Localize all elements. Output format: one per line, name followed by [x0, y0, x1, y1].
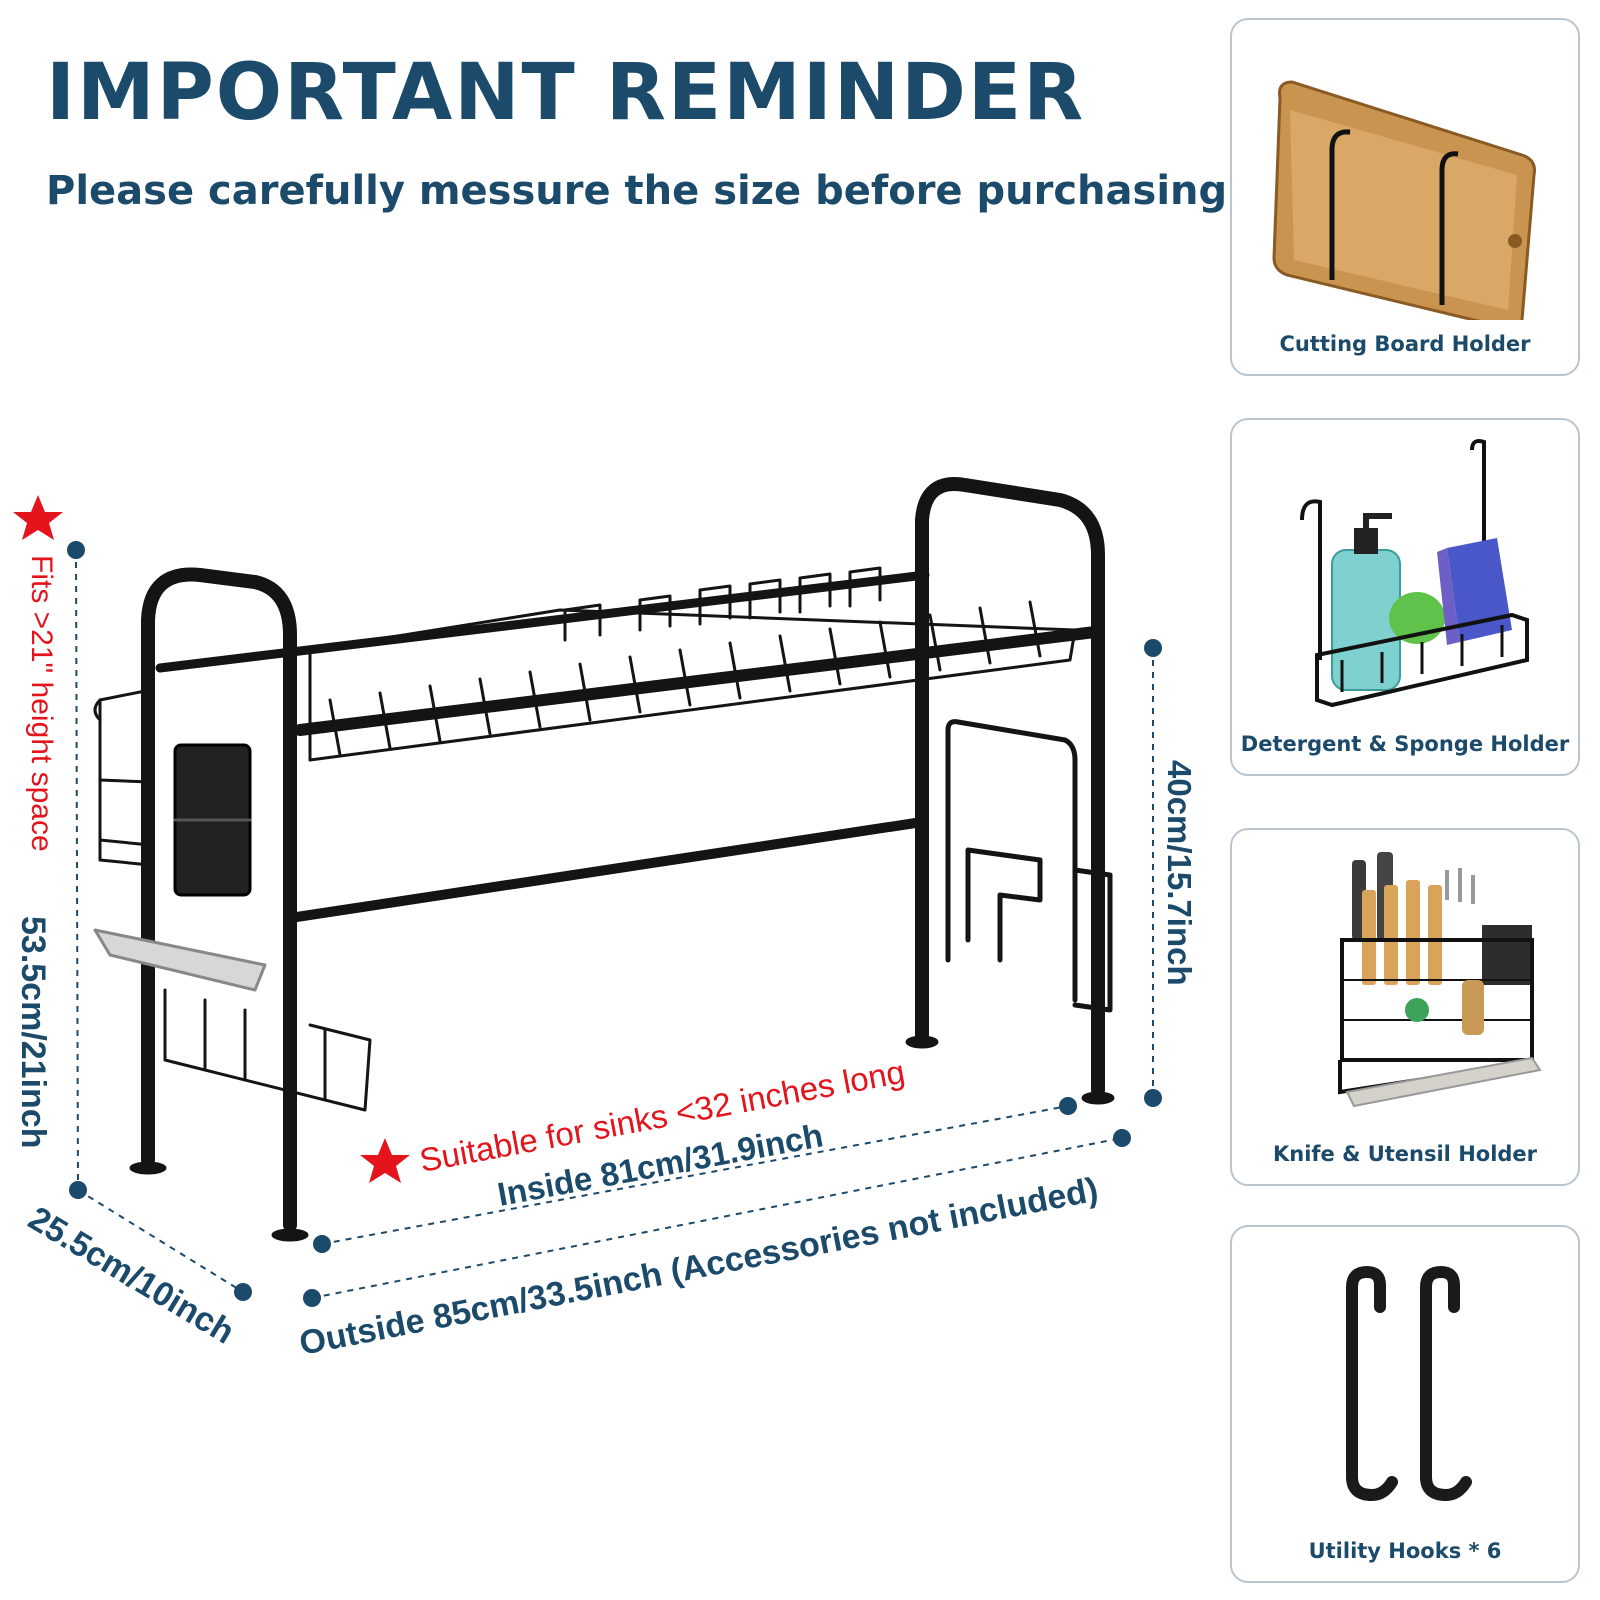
page-subtitle: Please carefully messure the size before…	[46, 168, 1228, 214]
inner-height-label: 40cm/15.7inch	[1161, 760, 1198, 986]
accessory-label: Cutting Board Holder	[1279, 332, 1531, 356]
height-space-label: Fits >21" height space	[25, 555, 58, 852]
dish-rack-illustration	[93, 477, 1115, 1242]
total-height-label: 53.5cm/21inch	[14, 916, 52, 1148]
outside-width-label: Outside 85cm/33.5inch (Accessories not i…	[296, 1171, 1101, 1363]
dimension-endpoints	[67, 541, 1162, 1307]
left-star-icon	[13, 495, 63, 540]
knife-holder-icon	[1338, 852, 1542, 1108]
accessory-card-sponge-holder: Detergent & Sponge Holder	[1230, 418, 1580, 776]
bottom-star-icon	[360, 1138, 410, 1183]
product-diagram: Fits >21" height space 53.5cm/21inch 40c…	[13, 477, 1198, 1363]
accessory-card-cutting-board: Cutting Board Holder	[1230, 18, 1580, 376]
sponge-holder-icon	[1300, 439, 1529, 708]
hooks-icon	[1346, 1266, 1472, 1501]
dimension-lines	[75, 549, 1154, 1299]
accessory-label: Utility Hooks * 6	[1308, 1539, 1502, 1563]
accessory-card-knife-holder: Knife & Utensil Holder	[1230, 828, 1580, 1186]
accessory-label: Detergent & Sponge Holder	[1240, 732, 1570, 756]
cutting-board-icon	[1272, 80, 1536, 320]
accessory-card-hooks: Utility Hooks * 6	[1230, 1225, 1580, 1583]
page-title: IMPORTANT REMINDER	[46, 48, 1086, 138]
accessory-label: Knife & Utensil Holder	[1272, 1142, 1538, 1166]
